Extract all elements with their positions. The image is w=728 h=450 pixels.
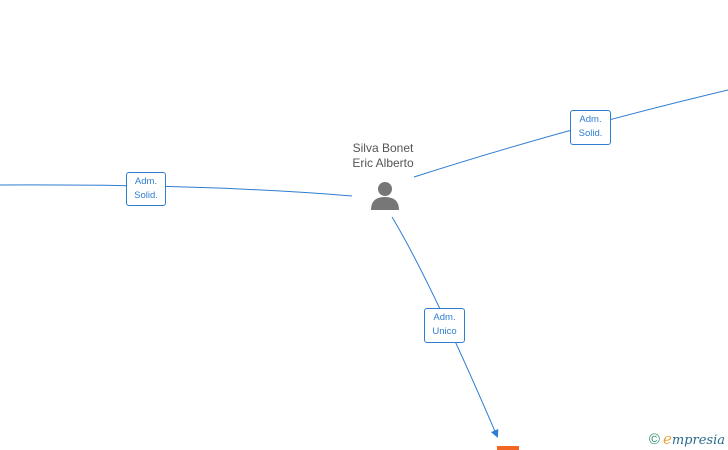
- person-name-line1: Silva Bonet: [352, 141, 414, 155]
- relation-label-down: Adm. Unico: [424, 308, 465, 343]
- relation-label-line2: Unico: [432, 326, 457, 337]
- relation-label-line2: Solid.: [578, 128, 603, 139]
- relation-label-line2: Solid.: [134, 190, 158, 201]
- watermark: ©empresia: [649, 430, 725, 448]
- edge-upper-right: [413, 89, 728, 178]
- relation-label-line1: Adm.: [579, 114, 602, 125]
- relation-label-line1: Adm.: [134, 176, 158, 187]
- person-name-line2: Eric Alberto: [352, 156, 414, 170]
- edge-down: [391, 216, 499, 438]
- edge-left: [0, 184, 353, 197]
- copyright-icon: ©: [648, 431, 660, 448]
- relation-label-upper-right: Adm. Solid.: [570, 110, 611, 145]
- person-name[interactable]: Silva Bonet Eric Alberto: [333, 141, 433, 171]
- brand-name: mpresia: [671, 433, 725, 448]
- company-marker[interactable]: [497, 446, 519, 450]
- relation-label-line1: Adm.: [433, 312, 456, 323]
- brand-initial: e: [662, 430, 672, 448]
- relation-label-left: Adm. Solid.: [126, 172, 166, 206]
- person-icon[interactable]: [371, 182, 399, 210]
